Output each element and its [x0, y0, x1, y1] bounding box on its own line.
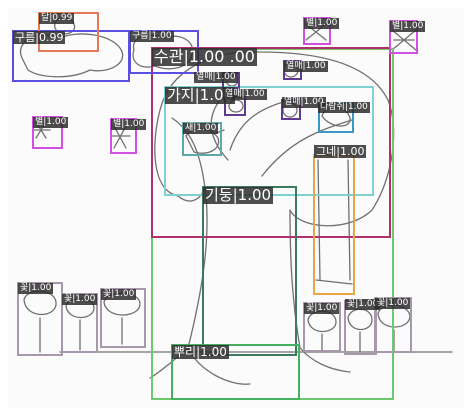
detection-label-trunk: 기둥|1.00 — [203, 186, 274, 204]
detection-label-fruit-2: 열매|1.00 — [223, 89, 267, 100]
detection-label-crown: 수관|1.00 .00 — [152, 47, 257, 66]
detection-label-star-1: 별|1.00 — [33, 117, 69, 128]
detection-box-crown — [151, 47, 391, 238]
detection-label-flower-4: 꽃|1.00 — [304, 303, 340, 314]
detection-box-root — [171, 344, 300, 400]
flower-sketch-5 — [347, 308, 373, 353]
detection-label-branch: 가지|1.00 — [165, 86, 236, 104]
detection-label-sun: 달|0.99 — [39, 13, 75, 24]
root-and-ground — [59, 347, 453, 385]
detection-label-flower-1: 꽃|1.00 — [18, 283, 54, 294]
detection-label-flower-6: 꽃|1.00 — [375, 298, 411, 309]
detection-box-swing — [313, 154, 355, 295]
fruit-sketch-2 — [228, 99, 244, 113]
detection-label-fruit-1: 열매|1.00 — [194, 72, 238, 83]
detection-box-trunk — [202, 186, 297, 356]
detection-label-star-2: 별|1.00 — [111, 119, 147, 130]
star-sketch-4 — [391, 29, 417, 51]
detection-label-root: 뿌리|1.00 — [172, 345, 229, 359]
detection-label-cloud-1: 구름|0.99 — [13, 31, 66, 44]
swing-sketch — [315, 159, 353, 285]
detection-label-swing: 그네|1.00 — [314, 145, 367, 158]
detection-label-star-3: 별|1.00 — [304, 18, 340, 29]
detection-label-bird: 새|1.00 — [183, 123, 219, 134]
detection-label-fruit-4: 열매|1.00 — [282, 97, 326, 108]
detection-label-squirrel: 다람쥐|1.00 — [318, 102, 370, 113]
detection-label-star-4: 별|1.00 — [390, 21, 426, 32]
branch-lines — [171, 99, 353, 189]
detection-label-flower-2: 꽃|1.00 — [62, 294, 98, 305]
detection-label-cloud-2: 구름|1.00 — [130, 31, 174, 42]
detection-label-flower-3: 꽃|1.00 — [101, 289, 137, 300]
detection-label-fruit-3: 열매|1.00 — [284, 61, 328, 72]
detection-label-flower-5: 꽃|1.00 — [345, 299, 381, 310]
